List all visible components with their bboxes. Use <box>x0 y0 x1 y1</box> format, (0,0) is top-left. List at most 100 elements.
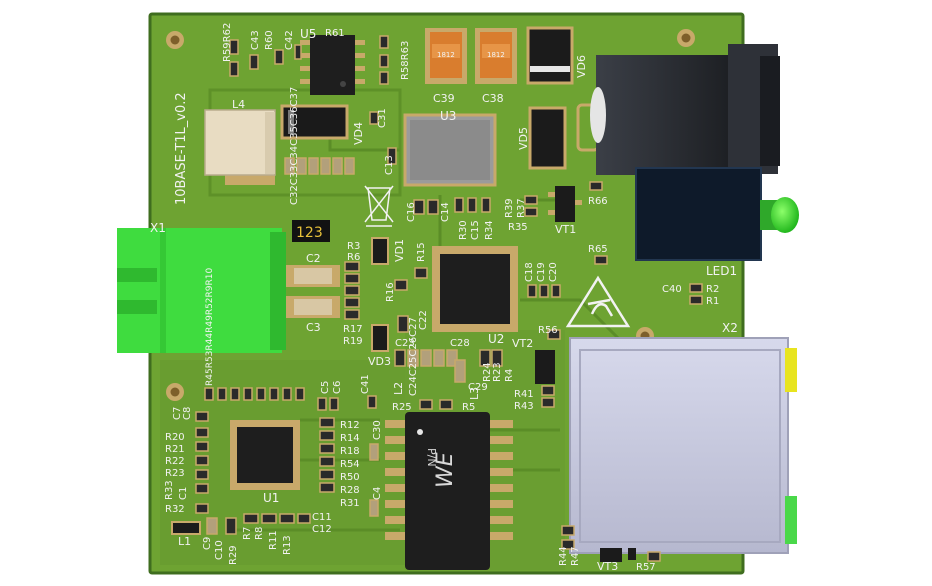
counter-display <box>292 220 330 242</box>
c28-label: C28 <box>450 338 470 349</box>
r28-label: R28 <box>340 485 360 496</box>
r25-label: R25 <box>392 402 412 413</box>
r30-label: R30 <box>458 220 469 240</box>
r2-label: R2 <box>706 284 719 295</box>
c40-label: C40 <box>662 284 682 295</box>
vd1-label: VD1 <box>393 239 406 262</box>
c24-c27-label: C24C25C26C27 <box>408 317 419 396</box>
x1-label: X1 <box>150 221 166 235</box>
r61-label: R61 <box>325 28 345 39</box>
c19-label: C19 <box>536 262 547 282</box>
c7-label: C7 <box>172 407 183 420</box>
u1-chip <box>230 420 300 490</box>
resistor-array-row <box>204 387 377 411</box>
c38-capacitor <box>475 28 517 84</box>
r66-label: R66 <box>588 196 608 207</box>
r19-label: R19 <box>343 336 363 347</box>
bottom-left-passives <box>206 513 311 535</box>
c15-label: C15 <box>470 220 481 240</box>
c13-label: C13 <box>384 155 395 175</box>
r13-label: R13 <box>282 535 293 555</box>
c24-c28-capacitors <box>394 349 503 410</box>
r12-label: R12 <box>340 420 360 431</box>
vd4-label: VD4 <box>352 122 365 145</box>
c5-label: C5 <box>320 381 331 394</box>
c23-label: C23 <box>395 338 415 349</box>
r23b-label: R23 <box>165 468 185 479</box>
u5-label: U5 <box>300 27 316 41</box>
c39-marking: 1812 <box>437 51 455 59</box>
c13-cap <box>387 147 397 165</box>
c38-marking: 1812 <box>487 51 505 59</box>
r22-label: R22 <box>165 456 185 467</box>
vd3-diode <box>371 324 389 352</box>
vd5-diode <box>528 106 567 170</box>
weee-symbol <box>364 185 394 227</box>
x1-terminal-block <box>117 228 286 353</box>
l2-label: L2 <box>392 382 405 395</box>
c8-label: C8 <box>182 407 193 420</box>
c4-label: C4 <box>372 487 383 500</box>
we-logo-text: WE <box>433 452 458 488</box>
x2-label: X2 <box>722 321 738 335</box>
vt2-transistor <box>535 350 555 384</box>
r6-label: R6 <box>347 252 360 263</box>
r17-label: R17 <box>343 324 363 335</box>
x2-rj45-connector <box>569 337 797 562</box>
r47-label: R47 <box>570 546 581 566</box>
vd6-diode <box>526 26 574 85</box>
l3-label: L3 <box>468 387 481 400</box>
l4-inductor <box>204 109 276 176</box>
ethernet-transformer <box>385 412 513 570</box>
r32-label: R32 <box>165 504 185 515</box>
r18-label: R18 <box>340 446 360 457</box>
led1-indicator <box>635 167 799 261</box>
r35-label: R35 <box>508 222 528 233</box>
c9-label: C9 <box>202 537 213 550</box>
c32-c37-capacitors <box>284 157 355 175</box>
silkscreen-labels: 10BASE-T1L_v0.2 X1 X2 LED1 123 P/N WE U1… <box>150 23 738 573</box>
c3-capacitor <box>286 296 340 318</box>
bottom-right-passives <box>561 525 661 562</box>
r39-label: R39 <box>504 198 515 218</box>
c41-label: C41 <box>360 374 371 394</box>
r57-label: R57 <box>636 562 656 573</box>
r43-label: R43 <box>514 401 534 412</box>
u1-label: U1 <box>263 491 279 505</box>
c29-label: C29 <box>468 382 488 393</box>
c18-label: C18 <box>524 262 535 282</box>
r50-label: R50 <box>340 472 360 483</box>
vt1-label: VT1 <box>555 223 576 236</box>
counter-text: 123 <box>296 225 323 241</box>
r20-label: R20 <box>165 432 185 443</box>
c22-cap <box>397 315 409 333</box>
vt3-label: VT3 <box>597 560 618 573</box>
c6-label: C6 <box>332 381 343 394</box>
c2-label: C2 <box>306 252 321 265</box>
r34-label: R34 <box>484 220 495 240</box>
u2-label: U2 <box>488 332 504 346</box>
c38-label: C38 <box>482 92 504 105</box>
r33-label: R33 <box>164 480 175 500</box>
board-title: 10BASE-T1L_v0.2 <box>174 92 189 205</box>
left-passives-column <box>195 411 209 514</box>
r15-resistor <box>414 267 428 279</box>
r54-label: R54 <box>340 459 360 470</box>
r3-label: R3 <box>347 241 360 252</box>
r4-label: R4 <box>504 369 515 382</box>
r3-r19-resistors <box>344 261 360 320</box>
right-u1-passives <box>319 417 379 517</box>
c20-label: C20 <box>548 262 559 282</box>
r15-label: R15 <box>416 242 427 262</box>
l1-label: L1 <box>178 535 191 548</box>
c22-label: C22 <box>418 310 429 330</box>
c31-label: C31 <box>377 108 388 128</box>
c42-label: C42 <box>284 30 295 50</box>
u2-chip <box>432 246 518 332</box>
r65-label: R65 <box>588 244 608 255</box>
esd-warning-icon <box>565 275 631 328</box>
vd5-label: VD5 <box>517 127 530 150</box>
c1-label: C1 <box>178 487 189 500</box>
c11-label: C11 <box>312 512 332 523</box>
